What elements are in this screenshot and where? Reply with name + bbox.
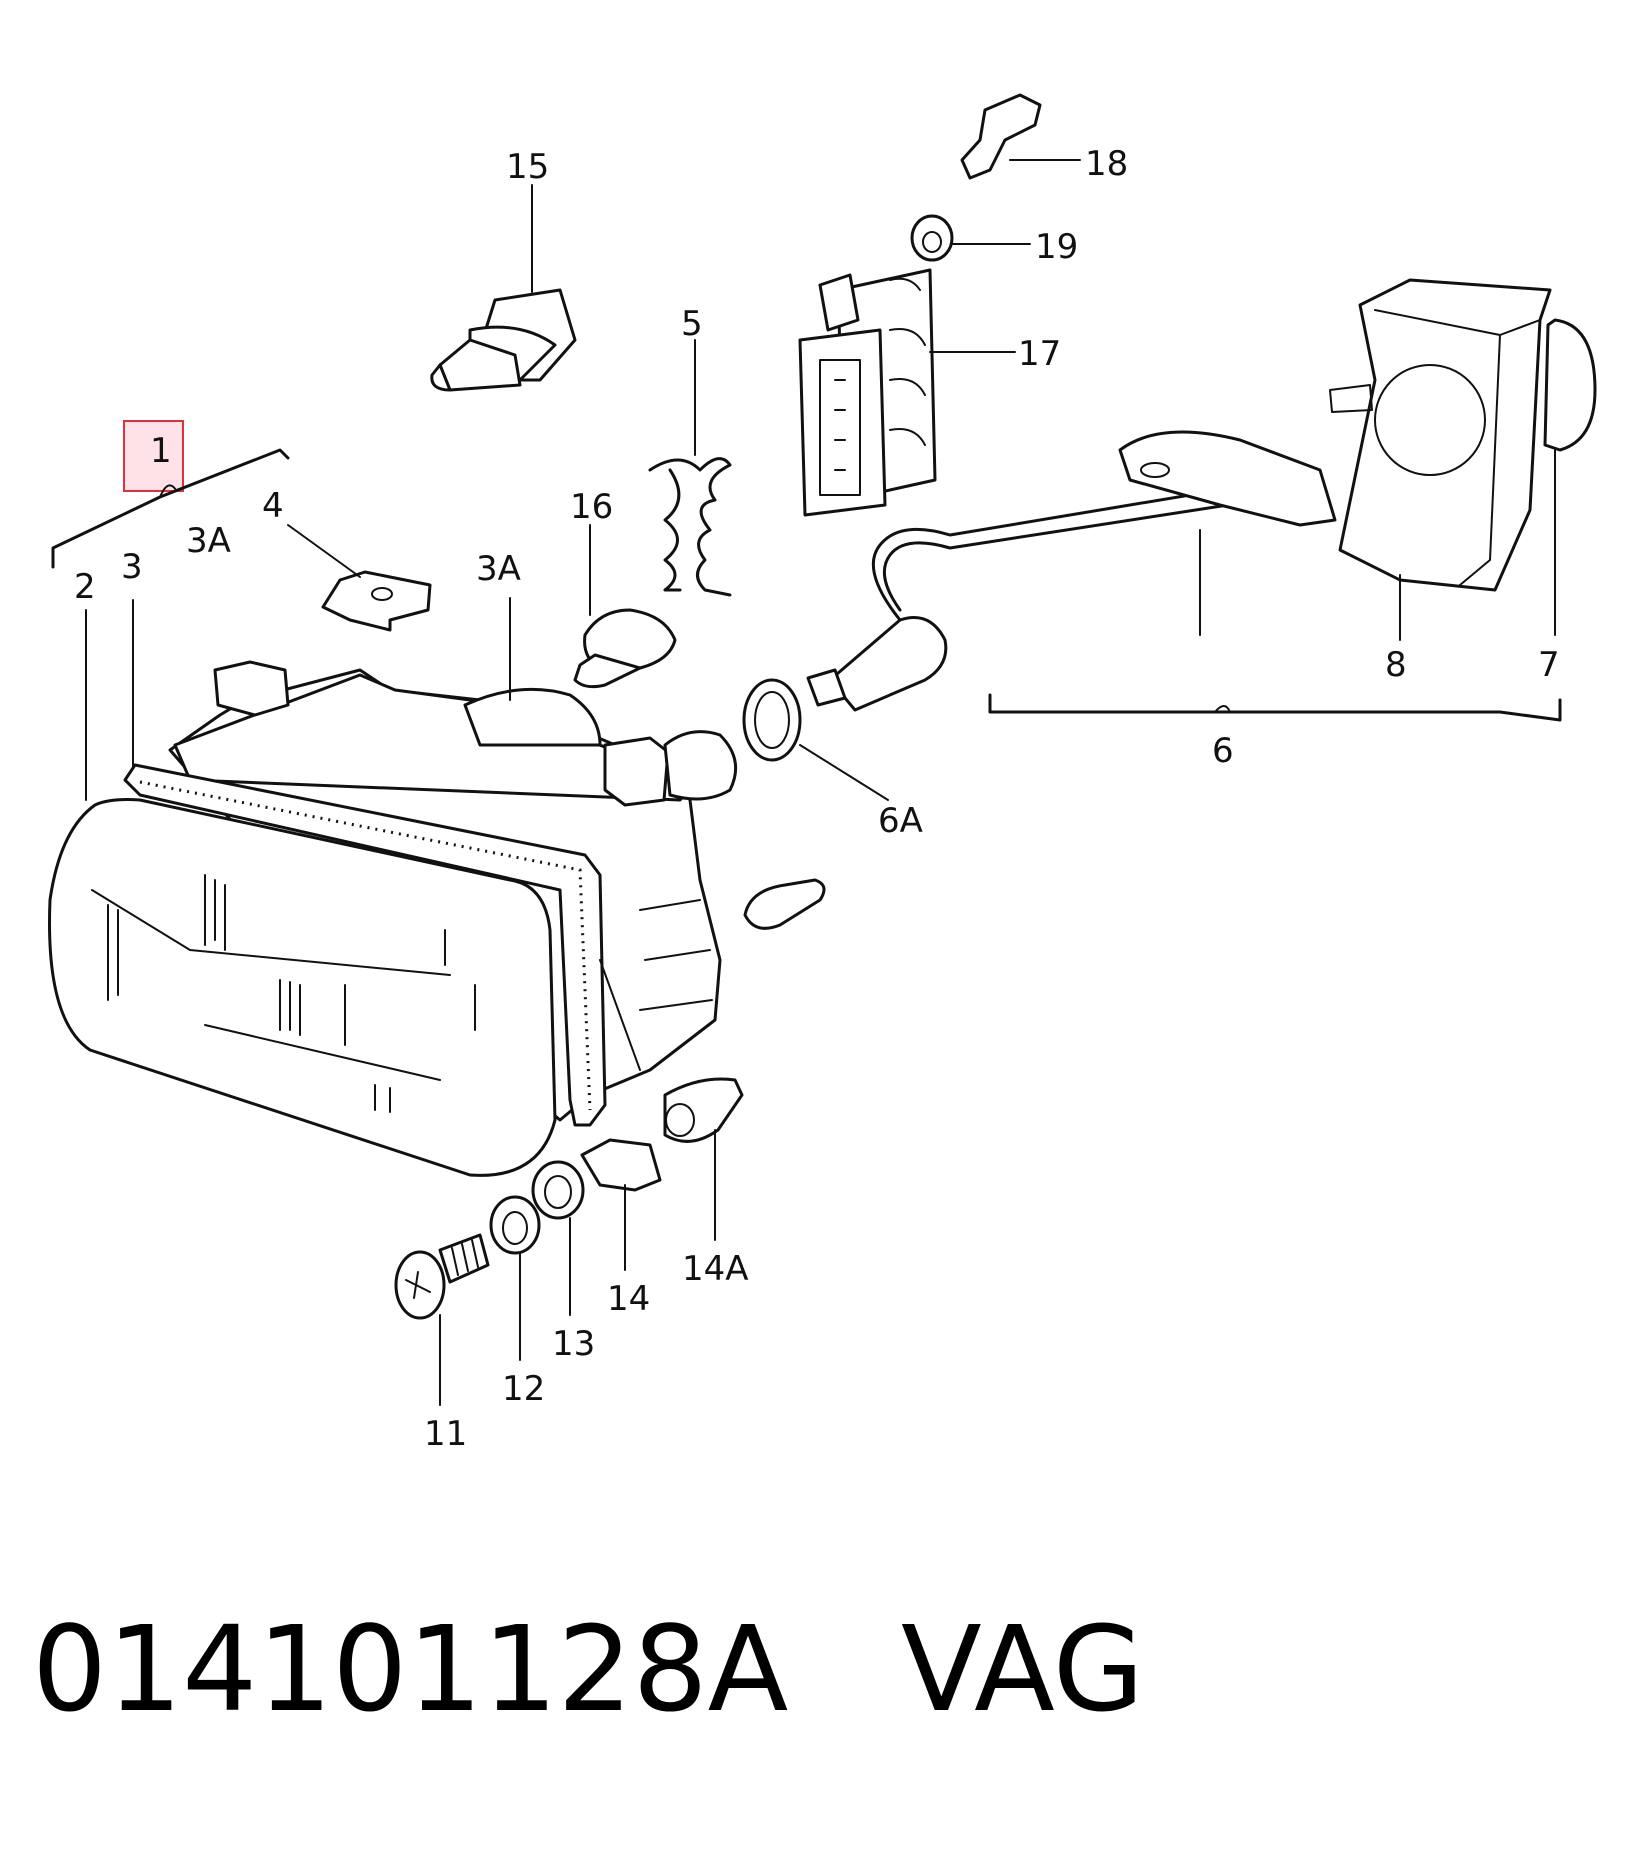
part-6-holder-slot (1140, 462, 1170, 478)
callout-3[interactable]: 3 (121, 547, 143, 587)
part-17-pin-marks (834, 379, 846, 471)
part-17-face (798, 328, 887, 517)
housing-ribs (599, 899, 713, 1071)
part-6-plug-tip (806, 668, 847, 707)
callout-6[interactable]: 6 (1212, 731, 1234, 771)
part-number: 014101128A (32, 1600, 789, 1738)
callout-16[interactable]: 16 (570, 487, 613, 527)
part-6-plug (828, 616, 948, 712)
callout-11[interactable]: 11 (424, 1414, 467, 1454)
lens-2 (48, 798, 557, 1177)
callout-5[interactable]: 5 (681, 304, 703, 344)
gasket-3 (123, 763, 607, 1127)
callout-1[interactable]: 1 (150, 431, 172, 471)
housing-clip-left (213, 660, 290, 717)
housing-bulb-dome (463, 687, 602, 747)
leader-6a (799, 744, 889, 801)
housing-clip-right (603, 736, 670, 807)
part-13-hole (544, 1175, 572, 1209)
part-14-nut (580, 1138, 662, 1192)
part-16-glass (573, 653, 642, 689)
callout-1-highlight[interactable] (123, 420, 184, 492)
part-5-spring (648, 457, 732, 597)
callout-12[interactable]: 12 (502, 1369, 545, 1409)
lens-pattern-1 (91, 889, 451, 976)
part-4-clip (321, 570, 432, 632)
part-6-wire-a (871, 488, 1222, 622)
part-15-bulb (430, 288, 577, 392)
callout-3a-left[interactable]: 3A (186, 521, 231, 561)
callout-13[interactable]: 13 (552, 1324, 595, 1364)
group-6-bracket (988, 693, 1562, 722)
callout-14[interactable]: 14 (607, 1279, 650, 1319)
callout-4[interactable]: 4 (262, 486, 284, 526)
part-14a-hole (665, 1103, 695, 1137)
part-17-latch (818, 273, 860, 332)
headlamp-assembly (48, 660, 738, 1177)
part-14a-clip (663, 1077, 744, 1143)
leader-4 (287, 524, 361, 578)
callout-2[interactable]: 2 (74, 567, 96, 607)
part-16-bulb (573, 608, 677, 689)
gasket-3-dots (139, 780, 592, 1111)
callout-15[interactable]: 15 (506, 147, 549, 187)
lens-pattern-ticks (107, 874, 476, 1113)
callout-7[interactable]: 7 (1538, 645, 1560, 685)
wedge-bulb (743, 878, 826, 930)
part-15-glass (438, 338, 522, 392)
part-7-cap (1543, 318, 1597, 452)
callout-18[interactable]: 18 (1085, 144, 1128, 184)
part-8-edges (1374, 309, 1541, 586)
part-8-tab (1329, 384, 1373, 413)
callout-3a-right[interactable]: 3A (476, 549, 521, 589)
part-18-terminal (960, 93, 1042, 180)
callout-8[interactable]: 8 (1385, 645, 1407, 685)
part-8-opening (1374, 364, 1486, 476)
part-19-grommet (910, 214, 954, 262)
group-6-bracket-tip (1214, 705, 1231, 713)
housing-socket (663, 730, 738, 801)
part-12-washer (489, 1195, 541, 1255)
part-11-screw (394, 1233, 490, 1320)
part-19-hole (922, 231, 942, 253)
callout-17[interactable]: 17 (1018, 334, 1061, 374)
part-17-wires (889, 277, 926, 446)
part-6-socket (806, 488, 1230, 712)
lens-pattern-2 (204, 1024, 441, 1081)
part-6a-ring (742, 678, 802, 762)
group-1-bracket-tip (159, 484, 177, 498)
part-6-wire-b (882, 503, 1230, 612)
part-4-hole (371, 587, 393, 601)
brand-name: VAG (900, 1600, 1145, 1738)
part-13-washer (531, 1160, 585, 1220)
part-17-pins (819, 359, 861, 496)
part-15-tip (430, 363, 452, 392)
part-8-cover (1338, 278, 1552, 592)
callout-6a[interactable]: 6A (878, 801, 923, 841)
part-number-caption: 014101128A VAG (32, 1610, 1144, 1728)
part-6a-ring-inner (754, 691, 790, 749)
part-11-head (394, 1250, 446, 1320)
part-11-slot (405, 1271, 431, 1299)
part-12-hole (502, 1211, 528, 1245)
part-6-lamp-holder (1118, 430, 1337, 527)
part-11-threads (451, 1239, 479, 1276)
callout-14a[interactable]: 14A (682, 1249, 749, 1289)
part-17-connector (798, 268, 937, 517)
callout-19[interactable]: 19 (1035, 227, 1078, 267)
part-11-shank (438, 1233, 490, 1284)
